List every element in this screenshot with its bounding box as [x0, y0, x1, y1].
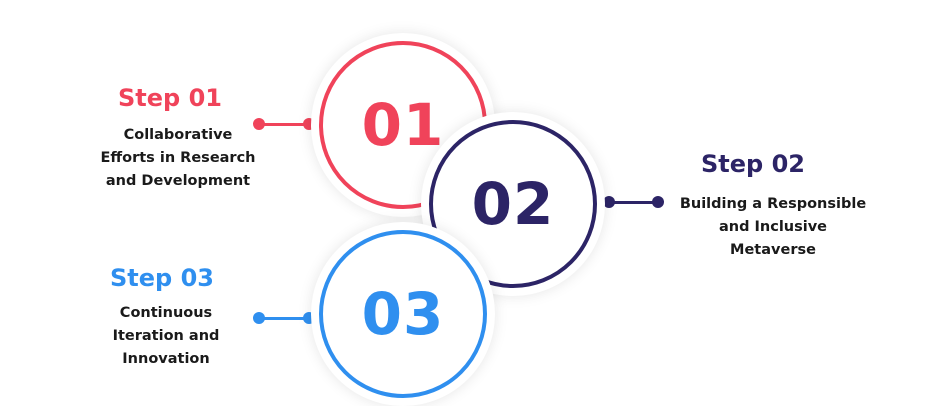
step-02-ring: 02	[429, 120, 597, 288]
step-02-title: Step 02	[701, 150, 805, 178]
step-02-description: Building a Responsible and Inclusive Met…	[679, 196, 867, 258]
step-02-connector-outer-dot	[652, 196, 664, 208]
step-01-title: Step 01	[118, 84, 222, 112]
step-03-number: 03	[361, 280, 445, 348]
step-01-number: 01	[361, 91, 445, 159]
step-01-description: Collaborative Efforts in Research and De…	[100, 127, 256, 189]
step-03-title: Step 03	[110, 264, 214, 292]
step-03-ring: 03	[319, 230, 487, 398]
step-01-connector-line	[258, 123, 310, 126]
step-03-connector-line	[258, 317, 310, 320]
step-02-circle: 02	[421, 112, 605, 296]
step-03-circle: 03	[311, 222, 495, 406]
step-03-description: Continuous Iteration and Innovation	[112, 305, 220, 367]
step-02-number: 02	[471, 170, 555, 238]
step-02-connector-line	[609, 201, 659, 204]
